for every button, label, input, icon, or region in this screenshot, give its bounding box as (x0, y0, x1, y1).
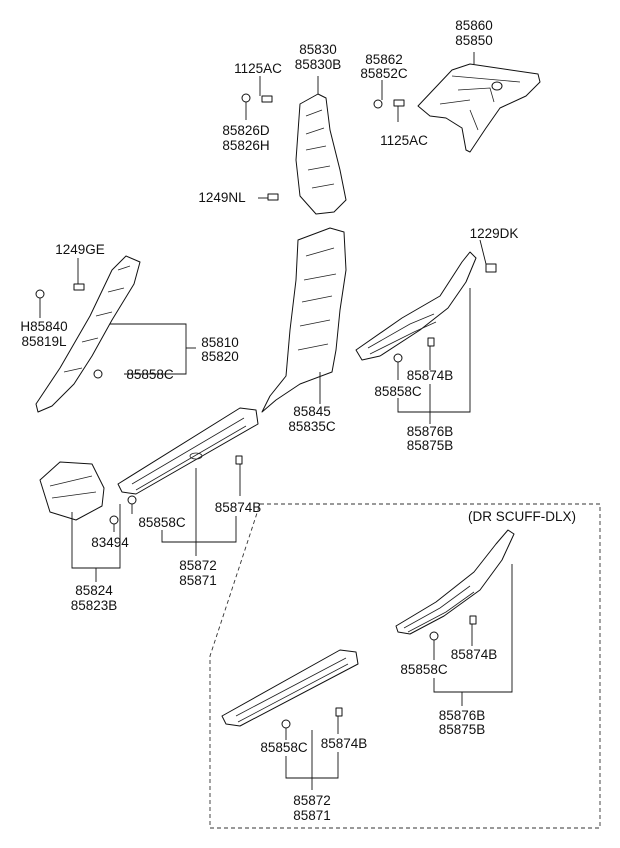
label-85874b-b: 85874B (215, 500, 262, 515)
label-1125ac-right: 1125AC (380, 133, 428, 148)
label-85830b: 85830B (295, 57, 342, 72)
label-h85840: H85840 (20, 319, 67, 334)
center-pillar-lower-trim (261, 227, 347, 413)
label-83494: 83494 (91, 535, 129, 550)
label-85826d: 85826D (222, 123, 270, 138)
front-door-scuff (117, 407, 259, 495)
label-85872-a: 85872 (179, 558, 217, 573)
label-1125ac-top: 1125AC (234, 61, 282, 76)
label-85858c-a: 85858C (126, 367, 174, 382)
label-85858c-c: 85858C (138, 515, 186, 530)
label-dr-scuff-dlx: (DR SCUFF-DLX) (468, 509, 576, 524)
dlx-group-border (209, 503, 601, 829)
label-85875b-a: 85875B (407, 438, 454, 453)
label-85850: 85850 (455, 33, 493, 48)
label-85845: 85845 (293, 404, 331, 419)
label-85826h: 85826H (222, 138, 269, 153)
dlx-front-scuff (221, 649, 359, 727)
label-85874b-a: 85874B (407, 368, 454, 383)
label-85823b: 85823B (71, 598, 118, 613)
label-85871-b: 85871 (293, 808, 331, 823)
label-1249nl: 1249NL (198, 190, 246, 205)
label-85860: 85860 (455, 18, 493, 33)
label-1229dk: 1229DK (470, 226, 519, 241)
label-85819l: 85819L (21, 334, 67, 349)
rear-door-scuff (355, 251, 477, 361)
label-85862: 85862 (365, 52, 403, 67)
label-85835c: 85835C (288, 419, 336, 434)
label-85858c-b: 85858C (374, 384, 422, 399)
center-pillar-upper-trim (295, 93, 347, 215)
part-labels: 85860 85850 85830 85830B 1125AC 85862 85… (20, 18, 576, 823)
label-85871-a: 85871 (179, 573, 217, 588)
label-85875b-b: 85875B (439, 722, 486, 737)
label-85820: 85820 (201, 349, 239, 364)
label-85874b-d: 85874B (321, 736, 368, 751)
label-85876b-a: 85876B (407, 424, 454, 439)
label-85824: 85824 (75, 583, 113, 598)
label-85858c-e: 85858C (260, 740, 308, 755)
leader-lines (39, 52, 513, 790)
label-85872-b: 85872 (293, 793, 331, 808)
front-pillar-trim (35, 255, 141, 413)
label-85858c-d: 85858C (400, 662, 448, 677)
rear-quarter-trim (417, 63, 541, 153)
dlx-rear-scuff (395, 529, 515, 635)
label-85810: 85810 (201, 335, 239, 350)
label-85876b-b: 85876B (439, 708, 486, 723)
label-85830: 85830 (299, 42, 337, 57)
fasteners (35, 93, 497, 729)
label-85852c: 85852C (360, 66, 408, 81)
cowl-side-trim (39, 461, 105, 521)
label-1249ge: 1249GE (55, 242, 105, 257)
label-85874b-c: 85874B (451, 647, 498, 662)
